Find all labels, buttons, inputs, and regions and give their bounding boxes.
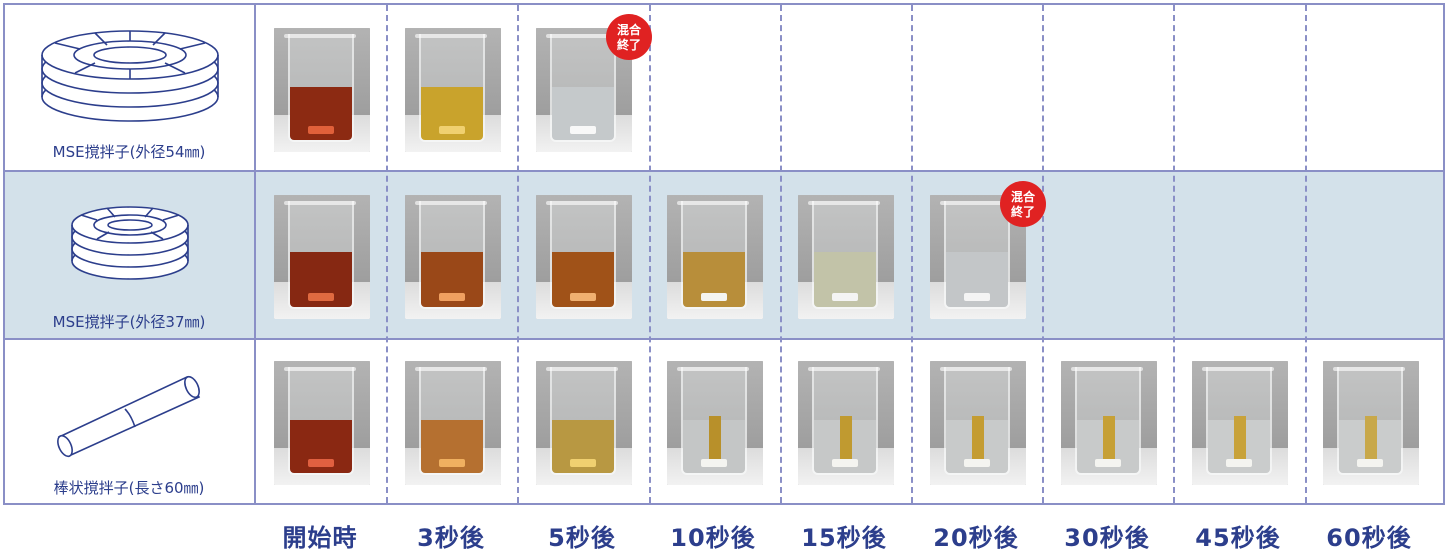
column-divider [1173,5,1175,503]
small-ring-stirrer-icon [71,206,189,280]
beaker-photo [274,195,370,319]
comparison-table: MSE撹拌子(外径54㎜) MSE撹拌子(外径37㎜) 棒状撹拌子(長さ60㎜)… [3,3,1445,505]
beaker-photo [930,195,1026,319]
mixing-complete-badge: 混合終了 [1000,181,1046,227]
row-divider [5,338,1443,340]
row-divider [5,170,1443,172]
column-divider [911,5,913,503]
beaker-photo [405,28,501,152]
beaker-photo [405,361,501,485]
beaker-photo [798,361,894,485]
beaker-photo [1323,361,1419,485]
beaker-photo [274,361,370,485]
beaker-photo [667,195,763,319]
time-label: 15秒後 [801,524,887,552]
time-label: 45秒後 [1195,524,1281,552]
column-divider [1042,5,1044,503]
beaker-photo [536,361,632,485]
stirrer-label-mse-54: MSE撹拌子(外径54㎜) [52,143,206,161]
time-label: 3秒後 [417,524,485,552]
time-label: 30秒後 [1064,524,1150,552]
beaker-photo [1192,361,1288,485]
beaker-photo [536,28,632,152]
column-divider [517,5,519,503]
beaker-photo [1061,361,1157,485]
time-label: 10秒後 [670,524,756,552]
column-divider [780,5,782,503]
beaker-photo [798,195,894,319]
beaker-photo [536,195,632,319]
beaker-photo [930,361,1026,485]
time-label: 開始時 [282,524,358,552]
large-ring-stirrer-icon [41,30,219,122]
column-divider [1305,5,1307,503]
label-column-divider [254,5,256,503]
column-divider [649,5,651,503]
stirrer-label-mse-37: MSE撹拌子(外径37㎜) [52,313,206,331]
beaker-photo [274,28,370,152]
column-divider [386,5,388,503]
time-label: 20秒後 [933,524,1019,552]
time-label: 60秒後 [1326,524,1412,552]
time-label: 5秒後 [548,524,616,552]
mixing-complete-badge: 混合終了 [606,14,652,60]
rod-stirrer-icon [57,375,201,458]
beaker-photo [667,361,763,485]
stirrer-label-rod-60: 棒状撹拌子(長さ60㎜) [53,479,205,497]
beaker-photo [405,195,501,319]
